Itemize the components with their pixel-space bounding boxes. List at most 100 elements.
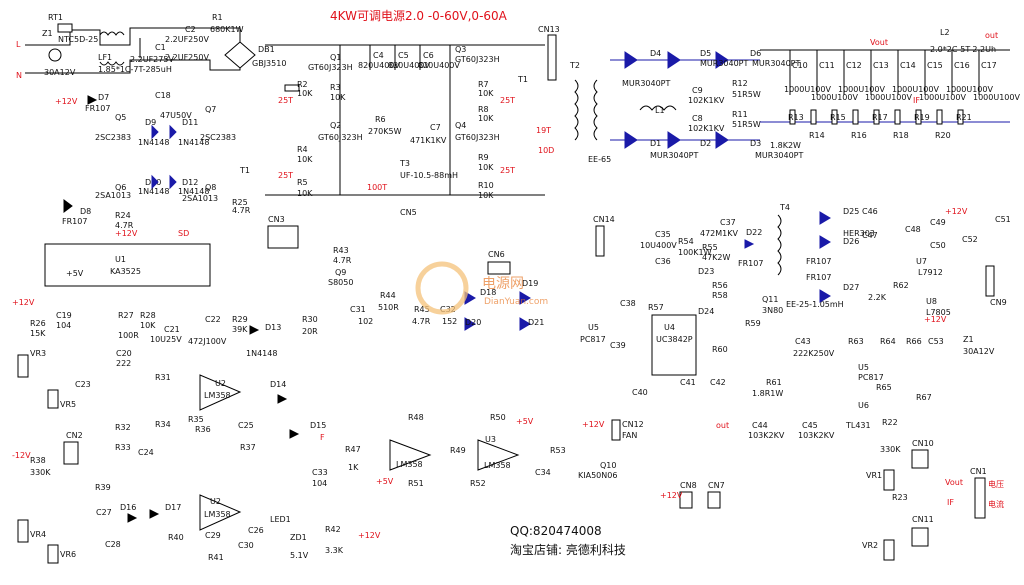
c6-label: C6 — [423, 51, 434, 60]
c45-label: C45 — [802, 421, 818, 430]
cn1-label: CN1 — [970, 467, 987, 476]
sd-label: SD — [178, 229, 189, 238]
d7-value: FR107 — [85, 104, 110, 113]
q8-label: Q8 — [205, 183, 216, 192]
r61-value: 1.8R1W — [752, 389, 783, 398]
c5-value: 820U400V — [388, 61, 430, 70]
d-value-top2: MUR3040PT — [700, 59, 749, 68]
d7-label: D7 — [98, 93, 109, 102]
r55-value: 47K2W — [702, 253, 731, 262]
c26-label: C26 — [248, 526, 264, 535]
output-cap-row: C101000U100VC111000U100VC121000U100VC131… — [784, 50, 1020, 102]
q3-value: GT60J323H — [455, 55, 500, 64]
c39-label: C39 — [610, 341, 626, 350]
cn2-connector[interactable] — [63, 441, 79, 465]
cn10-connector[interactable] — [911, 449, 929, 469]
r56-label: R56 — [712, 281, 728, 290]
c48-label: C48 — [905, 225, 921, 234]
cn8-connector[interactable] — [679, 491, 693, 509]
cn11-connector[interactable] — [911, 527, 929, 547]
r12-value: 51R5W — [732, 90, 761, 99]
r67-label: R67 — [916, 393, 932, 402]
cn6-connector[interactable] — [487, 261, 511, 275]
r35-label: R35 — [188, 415, 204, 424]
u3b-opamp — [477, 439, 520, 471]
c28-label: C28 — [105, 540, 121, 549]
vr2-pot[interactable] — [883, 539, 895, 561]
svg-text:10K: 10K — [297, 89, 313, 98]
fb-F: F — [320, 433, 325, 442]
p12-u1: +12V — [115, 229, 138, 238]
svg-text:10K: 10K — [297, 155, 313, 164]
fuse-symbol — [48, 48, 62, 62]
cn1-connector[interactable] — [974, 477, 986, 519]
cn10-label: CN10 — [912, 439, 934, 448]
c47-label: C47 — [862, 231, 878, 240]
c43-value: 222K250V — [793, 349, 835, 358]
c44-value: 103K2KV — [748, 431, 785, 440]
output-resistor — [873, 109, 880, 125]
vr4-pot[interactable] — [17, 519, 29, 543]
svg-text:10K: 10K — [478, 89, 494, 98]
cn14-connector[interactable] — [595, 225, 605, 257]
cn9-connector[interactable] — [985, 265, 995, 297]
r42-value: 3.3K — [325, 546, 344, 555]
r28-value: 10K — [140, 321, 156, 330]
output-resistor — [957, 109, 964, 125]
c51-label: C51 — [995, 215, 1011, 224]
l2-label: L2 — [940, 28, 950, 37]
d14-label: D14 — [270, 380, 286, 389]
vr6-pot[interactable] — [47, 544, 59, 564]
d6-label: D6 — [750, 49, 761, 58]
cn3-label: CN3 — [268, 215, 285, 224]
control-section: +12V R26 15K C19 104 R27 100R R28 10K C2… — [12, 298, 381, 564]
cn13-connector[interactable] — [547, 34, 557, 81]
d23-label: D23 — [698, 267, 714, 276]
cn7-connector[interactable] — [707, 491, 721, 509]
output-resistor-label: R20 — [935, 131, 951, 140]
c33-label: C33 — [312, 468, 328, 477]
d26-value: FR107 — [806, 257, 831, 266]
z1b-label: Z1 — [963, 335, 974, 344]
output-resistor — [810, 109, 817, 125]
led1-label: LED1 — [270, 515, 291, 524]
if-label: IF — [913, 96, 920, 105]
r54-label: R54 — [678, 237, 694, 246]
u2b-label: U2 — [210, 497, 221, 506]
r45-value: 4.7R — [412, 317, 431, 326]
q5-value: 2SC2383 — [95, 133, 131, 142]
cn3-connector[interactable] — [267, 225, 299, 249]
c18-value: 47U50V — [160, 111, 192, 120]
u8-value: L7805 — [926, 308, 951, 317]
vr3-pot[interactable] — [17, 354, 29, 378]
d9-value: 1N4148 — [138, 138, 169, 147]
c37-value: 472M1KV — [700, 229, 739, 238]
r26-label: R26 — [30, 319, 46, 328]
cn12-connector[interactable] — [611, 419, 621, 441]
watermark: 电源网 DianYuan.com QQ:820474008 淘宝店铺: 亮德利科… — [415, 261, 626, 557]
vr5-pot[interactable] — [47, 389, 59, 409]
d21-label: D21 — [528, 318, 544, 327]
r53-label: R53 — [550, 446, 566, 455]
schematic-title: 4KW可调电源2.0 -0-60V,0-60A — [330, 9, 508, 23]
cn9-label: CN9 — [990, 298, 1007, 307]
rt1-label: RT1 — [48, 13, 63, 22]
d27-value: FR107 — [806, 273, 831, 282]
r30-label: R30 — [302, 315, 318, 324]
vout-label: Vout — [870, 38, 888, 47]
d10-value: 1N4148 — [138, 187, 169, 196]
r37-label: R37 — [240, 443, 256, 452]
r38-label: R38 — [30, 456, 46, 465]
p5v-u3: +5V — [376, 477, 394, 486]
p12-cn8: +12V — [660, 491, 683, 500]
output-cap-value: 1000U100V — [784, 85, 831, 94]
watermark-shop: 淘宝店铺: 亮德利科技 — [510, 542, 626, 557]
r9-label: R9 — [478, 153, 489, 162]
vr1-pot[interactable] — [883, 469, 895, 491]
d13-value: 1N4148 — [246, 349, 277, 358]
r32-label: R32 — [115, 423, 131, 432]
vout-cn1: Vout — [945, 478, 963, 487]
r1-value: 680K1W — [210, 25, 244, 34]
c33-value: 104 — [312, 479, 327, 488]
output-resistor-label: R13 — [788, 113, 804, 122]
